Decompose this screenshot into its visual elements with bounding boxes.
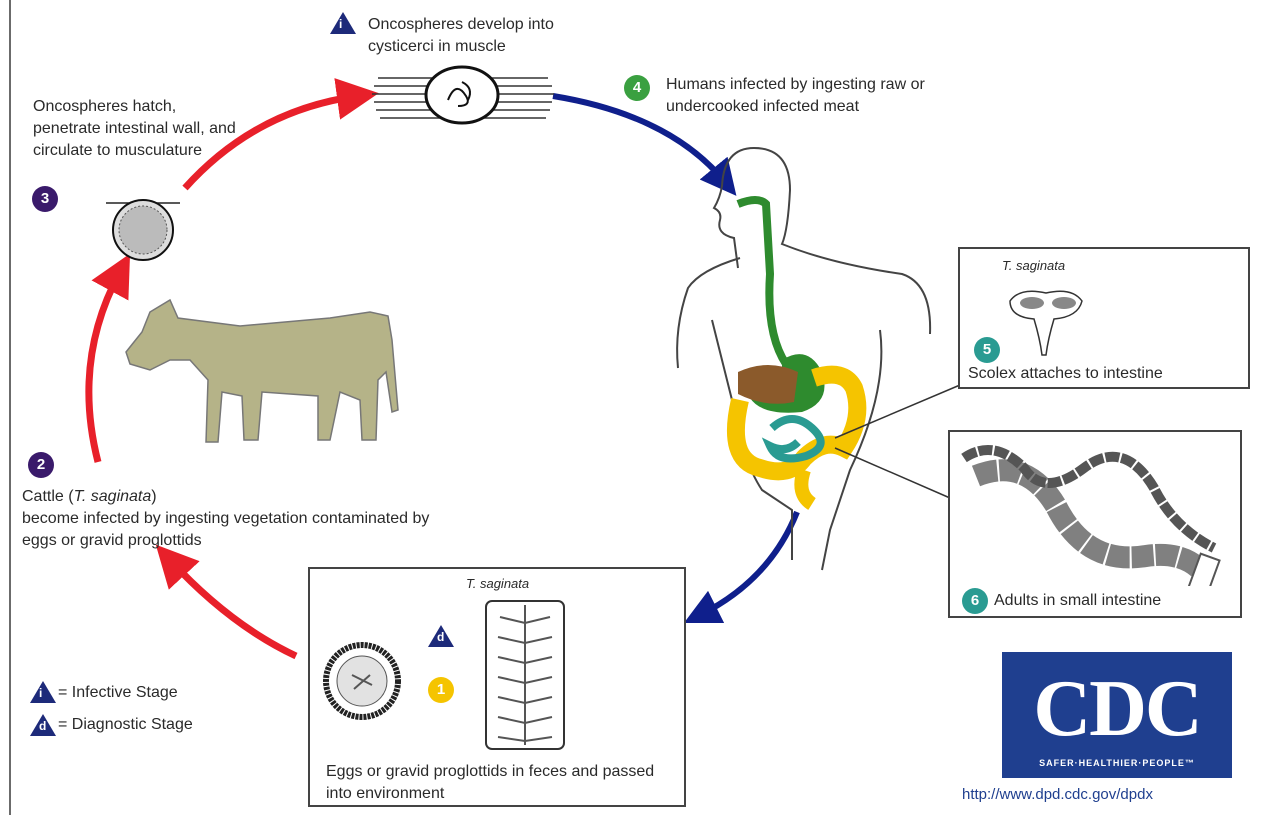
legend-i-letter: i bbox=[39, 686, 42, 700]
stage-3-badge: 3 bbox=[32, 186, 58, 212]
pointer-line-adults bbox=[835, 448, 950, 498]
stage-2-badge: 2 bbox=[28, 452, 54, 478]
triangle-letter: i bbox=[339, 17, 342, 31]
cdc-logo-word: CDC bbox=[1002, 664, 1232, 755]
scolex-illustration bbox=[996, 281, 1116, 361]
infective-stage-triangle: i bbox=[330, 12, 356, 34]
cattle-illustration bbox=[126, 300, 398, 442]
stage-3-label: Oncospheres hatch, penetrate intestinal … bbox=[33, 96, 243, 162]
gravid-proglottid-illustration bbox=[480, 597, 570, 757]
legend-infective-label: = Infective Stage bbox=[58, 682, 178, 704]
triangle-letter-d: d bbox=[437, 630, 444, 644]
legend-diagnostic-label: = Diagnostic Stage bbox=[58, 714, 193, 736]
legend-infective-triangle: i bbox=[30, 681, 56, 703]
scolex-box: T. saginata 5 Scolex attaches to intesti… bbox=[958, 247, 1250, 389]
stage-2-species: T. saginata bbox=[74, 488, 152, 505]
arrow-human-to-1 bbox=[700, 512, 797, 615]
legend-d-letter: d bbox=[39, 719, 46, 733]
egg-illustration bbox=[322, 641, 402, 721]
adult-tapeworm-illustration bbox=[956, 436, 1236, 586]
adults-box: 6 Adults in small intestine bbox=[948, 430, 1242, 618]
stage-5-badge: 5 bbox=[974, 337, 1000, 363]
stage-2-suffix: ) bbox=[151, 488, 156, 505]
diagnostic-stage-triangle: d bbox=[428, 625, 454, 647]
stage-2-label: Cattle (T. saginata) become infected by … bbox=[22, 486, 442, 552]
stage-6-badge: 6 bbox=[962, 588, 988, 614]
scolex-species: T. saginata bbox=[1002, 255, 1065, 277]
source-url: http://www.dpd.cdc.gov/dpdx bbox=[962, 784, 1153, 806]
cysticercus-in-muscle-illustration bbox=[372, 67, 554, 123]
legend-diagnostic-triangle: d bbox=[30, 714, 56, 736]
stage-1-badge: 1 bbox=[428, 677, 454, 703]
stage-1-species: T. saginata bbox=[466, 573, 529, 595]
oncosphere-illustration bbox=[106, 200, 180, 260]
stage-i-label: Oncospheres develop into cysticerci in m… bbox=[368, 14, 598, 58]
stage-1-label: Eggs or gravid proglottids in feces and … bbox=[326, 761, 676, 805]
arrow-1-to-2 bbox=[170, 560, 296, 656]
stage-2-rest: become infected by ingesting vegetation … bbox=[22, 510, 429, 549]
cdc-logo-tagline: SAFER·HEALTHIER·PEOPLE™ bbox=[1002, 758, 1232, 768]
eggs-box: T. saginata d 1 Eggs or gravid proglotti… bbox=[308, 567, 686, 807]
digestive-tract-illustration bbox=[736, 200, 857, 504]
stage-4-label: Humans infected by ingesting raw or unde… bbox=[666, 74, 986, 118]
arrow-2-to-3 bbox=[89, 272, 120, 462]
stage-6-label: Adults in small intestine bbox=[994, 590, 1234, 612]
stage-4-badge: 4 bbox=[624, 75, 650, 101]
stage-2-prefix: Cattle ( bbox=[22, 488, 74, 505]
stage-5-label: Scolex attaches to intestine bbox=[968, 363, 1248, 385]
cdc-logo: CDC SAFER·HEALTHIER·PEOPLE™ bbox=[1002, 652, 1232, 778]
